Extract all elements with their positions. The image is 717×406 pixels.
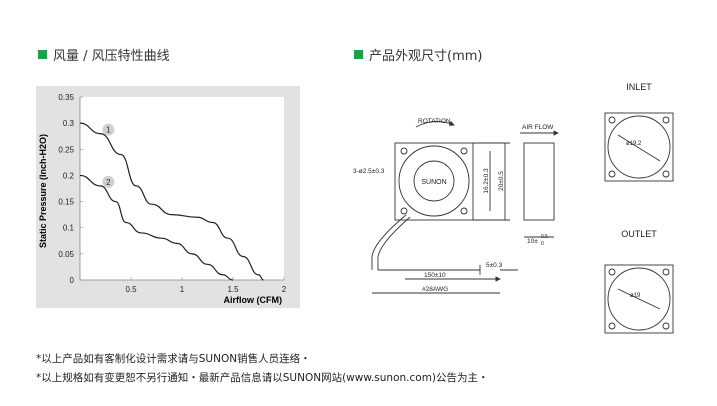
outlet-label: OUTLET [621,229,657,239]
thickness-upper-tol: 0.5 [541,234,548,240]
mount-hole [400,207,408,215]
y-tick-label: 0.15 [58,198,74,207]
fan-impeller-outline [398,145,470,217]
fan-side-view [523,142,555,221]
inlet-hole [662,170,670,178]
inlet-label: INLET [626,82,652,92]
y-tick-label: 0.25 [58,145,74,154]
cable-length-label: 150±10 [424,272,446,279]
series-2-label: 2 [106,178,111,187]
holes-label: 3-ø2.5±0.3 [353,168,385,175]
inner-height-label: 16.2±0.3 [483,168,490,194]
fan-cable [371,214,407,270]
y-tick-label: 0.3 [63,119,75,128]
section-marker-icon [38,50,47,59]
y-tick-label: 0.35 [58,93,74,102]
strip-length-label: 5±0.3 [486,262,503,269]
thickness-lower-tol: 0 [541,241,544,247]
footnote-line: *以上规格如有变更恕不另行通知・最新产品信息请以SUNON网站(www.suno… [36,372,489,384]
rotation-label: ROTATION [418,118,451,125]
wire-gauge-label: #28AWG [422,286,448,293]
fan-curve-chart-panel: 0.35 0.3 0.25 0.2 0.15 0.1 0.05 0 0.5 1 1.5 2 1 2 S… [36,86,300,308]
outlet-hole [662,268,670,276]
outer-height-label: 20±0.5 [498,171,505,191]
fan-curve-section-title: 风量 / 风压特性曲线 [38,45,170,64]
inlet-diameter-label: ø19.2 [626,141,642,147]
inlet-hole [662,116,670,124]
rotation-arrow [415,120,455,128]
dimension-title-text: 产品外观尺寸(mm) [369,49,483,64]
series-1-label: 1 [106,126,111,135]
mount-hole [460,147,468,155]
y-axis-label: Static Pressure (Inch-H2O) [38,134,48,248]
x-axis-label: Airflow (CFM) [224,295,283,305]
series-2-line [79,174,234,281]
inlet-opening [607,115,671,179]
outlet-frame [604,264,674,334]
footnote-line: *以上产品如有客制化设计需求请与SUNON销售人员连络・ [36,353,311,365]
x-tick-label: 0.5 [125,285,137,294]
series-1-line [79,122,264,281]
footnotes: *以上产品如有客制化设计需求请与SUNON销售人员连络・ *以上规格如有变更恕不… [36,350,489,388]
inlet-frame [604,112,674,182]
outlet-hole [662,322,670,330]
x-tick-label: 2 [282,285,287,294]
outlet-diameter-label: ø19 [630,293,641,299]
series-1-badge [102,123,115,136]
inlet-hole [608,116,616,124]
y-tick-label: 0.1 [63,224,75,233]
inlet-hole [608,170,616,178]
thickness-label: 10± [527,238,538,245]
y-tick-label: 0.2 [63,171,75,180]
dimension-section-title: 产品外观尺寸(mm) [354,45,482,64]
series-2-badge [102,175,115,188]
section-marker-icon [354,50,363,59]
outlet-hole [608,322,616,330]
fan-hub [413,160,455,202]
y-tick-label: 0.05 [58,250,74,259]
fan-front-frame [394,142,474,221]
fan-curve-chart: 0.35 0.3 0.25 0.2 0.15 0.1 0.05 0 0.5 1 1.5 2 1 2 S… [38,93,287,305]
mount-hole [400,147,408,155]
brand-label: SUNON [421,179,446,186]
x-tick-label: 1.5 [227,285,239,294]
airflow-label: AIR FLOW [522,124,554,131]
fan-curve-title-text: 风量 / 风压特性曲线 [53,49,170,64]
mount-hole [460,207,468,215]
outlet-opening [607,267,671,331]
dimension-drawing: ROTATION AIR FLOW SUNON 3-ø2.5±0.3 16.2±… [353,82,674,334]
outlet-hole [608,268,616,276]
y-tick-label: 0 [70,276,75,285]
x-tick-label: 1 [180,285,185,294]
